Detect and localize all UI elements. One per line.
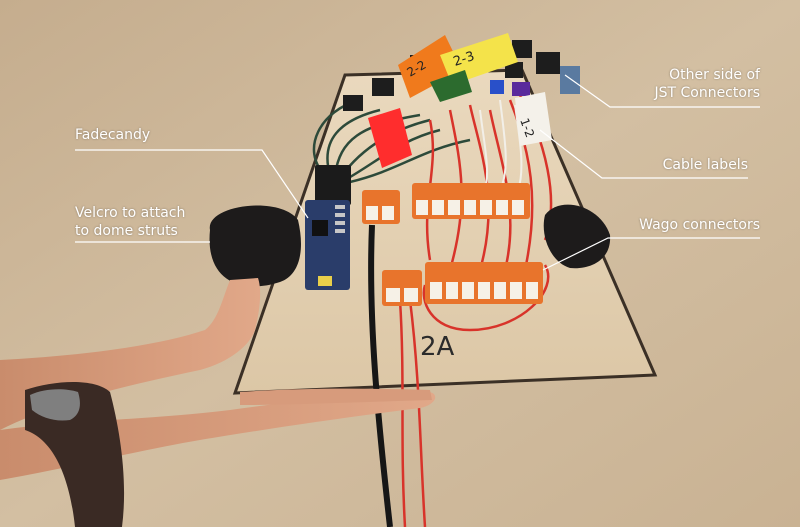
callout-fadecandy: Fadecandy [75,127,151,143]
callout-line-fadecandy [75,149,309,219]
callout-line-cable-labels [539,129,748,179]
cable-tags: 2-3 2-2 1-2 [368,33,552,168]
callout-wago-connectors: Wago connectors [639,217,760,233]
tag-green [430,70,472,102]
tag-yellow-text: 2-3 [452,49,477,70]
wago-connectors-upper [362,183,530,224]
callout-line-jst [564,74,760,108]
black-power-cable [368,224,393,527]
tag-red [368,108,412,168]
callout-line-wago [542,237,760,271]
tag-orange [398,35,462,98]
fadecandy-board [305,165,351,290]
wristwatch [25,382,125,527]
callout-lines [75,74,760,271]
jst-connectors [343,40,580,111]
board-marking: 2A [420,332,455,362]
callout-velcro: Velcro to attach to dome struts [75,205,186,239]
wago-connectors-lower [382,262,543,306]
callout-cable-labels: Cable labels [662,157,748,173]
callout-jst-connectors: Other side of JST Connectors [654,67,760,101]
tag-white-text: 1-2 [517,116,537,139]
velcro-right [543,204,611,269]
velcro-left [209,205,301,287]
